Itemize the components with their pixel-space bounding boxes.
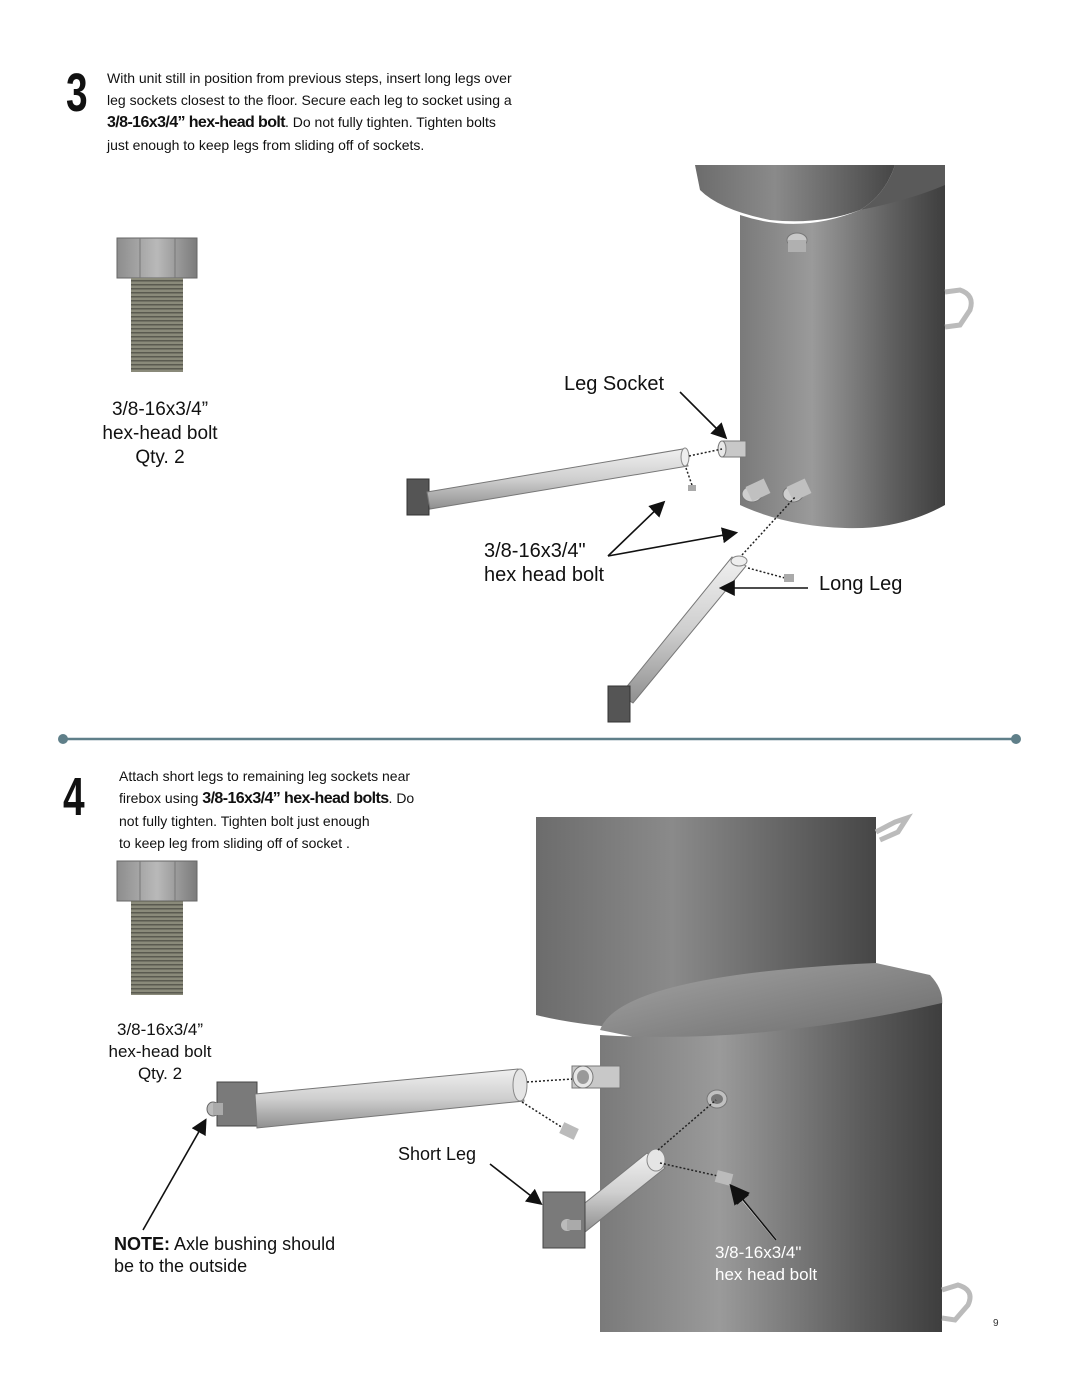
page-number: 9 <box>993 1318 999 1329</box>
label-long-leg: Long Leg <box>819 573 903 595</box>
bolt-qty: Qty. 2 <box>137 1064 183 1083</box>
smoker-body-step4 <box>536 813 973 1332</box>
step4-line4: to keep leg from sliding off of socket . <box>119 835 350 851</box>
note-line1: NOTE: Axle bushing should <box>114 1233 414 1255</box>
step4-bolt-caption: 3/8-16x3/4” hex-head bolt Qty. 2 <box>80 1019 240 1085</box>
step4-line3: not fully tighten. Tighten bolt just eno… <box>119 813 370 829</box>
note-label: NOTE: <box>114 1234 170 1254</box>
leg-socket-step4-left <box>571 1065 621 1089</box>
step-number-4: 4 <box>63 767 85 827</box>
step4-line2-end: . Do <box>388 790 415 806</box>
leg-socket-step4-right <box>706 1089 728 1109</box>
label-leg-socket: Leg Socket <box>564 373 665 395</box>
step3-line1: With unit still in position from previou… <box>107 70 512 86</box>
label-bolt-size-step3: 3/8-16x3/4" <box>484 540 586 562</box>
leg-socket-lower-right <box>782 478 812 503</box>
long-leg-diagonal <box>607 495 797 723</box>
label-bolt-size-step4: 3/8-16x3/4" <box>715 1243 802 1262</box>
step3-line3-rest: . Do not fully tighten. Tighten bolts <box>284 114 496 130</box>
step4-bolt-spec: 3/8-16x3/4” hex-head bolts <box>202 790 389 807</box>
step-number-3: 3 <box>66 63 88 123</box>
step4-line2-start: firebox using <box>119 790 203 806</box>
leg-socket-lower-left <box>741 478 771 503</box>
label-bolt-type-step4: hex head bolt <box>715 1265 818 1284</box>
bolt-size: 3/8-16x3/4” <box>111 399 209 420</box>
step4-line2: firebox using 3/8-16x3/4” hex-head bolts… <box>119 787 479 810</box>
bolt-type: hex-head bolt <box>108 1042 212 1061</box>
hex-bolt-icon-step3 <box>116 237 198 372</box>
bolt-size: 3/8-16x3/4” <box>117 1020 203 1039</box>
note-text1: Axle bushing should <box>170 1234 336 1254</box>
bolt-qty: Qty. 2 <box>135 447 185 468</box>
axle-bushing-note: NOTE: Axle bushing should be to the outs… <box>114 1233 414 1277</box>
step3-line4: just enough to keep legs from sliding of… <box>107 137 425 153</box>
step3-line2: leg sockets closest to the floor. Secure… <box>107 92 512 108</box>
smoker-body-step3 <box>695 165 974 529</box>
step3-bolt-caption: 3/8-16x3/4” hex-head bolt Qty. 2 <box>80 398 240 470</box>
leg-socket-top <box>717 440 747 458</box>
section-divider <box>58 734 1021 744</box>
label-short-leg: Short Leg <box>398 1144 477 1164</box>
step4-line1: Attach short legs to remaining leg socke… <box>119 768 411 784</box>
step3-bolt-spec: 3/8-16x3/4” hex-head bolt <box>107 114 286 131</box>
short-leg-horizontal <box>206 1068 579 1140</box>
bolt-type: hex-head bolt <box>102 423 218 444</box>
note-line2: be to the outside <box>114 1256 248 1276</box>
hex-bolt-icon-step4 <box>116 860 198 995</box>
step4-instructions: Attach short legs to remaining leg socke… <box>119 765 479 854</box>
step3-instructions: With unit still in position from previou… <box>107 67 577 156</box>
short-leg-diagonal <box>542 1099 734 1249</box>
label-bolt-type-step3: hex head bolt <box>484 564 605 586</box>
long-leg-horizontal <box>406 447 723 516</box>
arrows-step3 <box>607 391 808 596</box>
step3-line3: 3/8-16x3/4” hex-head bolt. Do not fully … <box>107 111 577 134</box>
